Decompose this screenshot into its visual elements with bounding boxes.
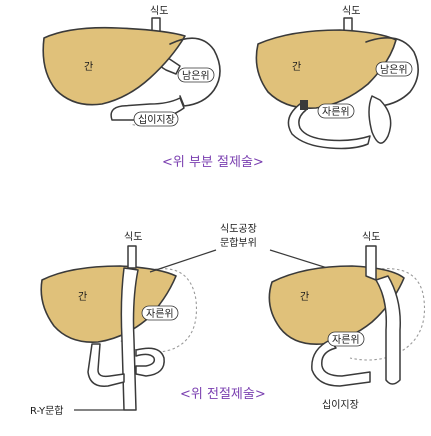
label-liver: 간 [84,61,93,73]
panel-total-left: 식도 간 자른위 R-Y문합 [30,231,198,417]
label-esophagus: 식도 [362,231,380,243]
jejunal-limb [375,275,401,385]
esophagus-tube [127,245,137,269]
duodenum-limb [87,343,125,387]
label-duodenum: 십이지장 [138,114,175,126]
staple-line [300,100,308,110]
label-remnant-stomach: 남은위 [182,69,210,82]
duodenum-loop [311,339,371,387]
label-anastomosis-line1: 식도공장 [220,223,257,235]
label-roux-en-y: R-Y문합 [30,405,63,417]
label-box [375,61,413,77]
remnant-stomach [169,37,221,107]
label-esophagus: 식도 [342,5,360,17]
panel-partial-right: 식도 간 남은위 자른위 [255,5,419,150]
label-box [177,67,215,83]
label-esophagus: 식도 [150,5,168,17]
label-box [327,331,365,347]
label-anastomosis-line2: 문합부위 [220,236,257,249]
label-duodenum: 십이지장 [322,399,359,411]
liver-shape [255,29,397,109]
jejunum-loop [135,347,165,377]
caption-partial-gastrectomy: <위 부분 절제술> [162,155,264,170]
afferent-limb [287,103,371,150]
panel-partial-left: 식도 간 남은위 십이지장 [42,5,221,127]
jejunum-loop [368,95,392,144]
label-liver: 간 [292,61,301,73]
label-box [141,305,179,321]
label-liver: 간 [78,291,87,303]
label-cut-stomach: 자른위 [332,333,360,346]
liver-shape [40,265,177,343]
removed-stomach-outline [349,268,426,361]
roux-limb [120,267,139,411]
label-box [317,103,355,119]
liver-shape [268,265,405,345]
label-liver: 간 [300,291,309,303]
anastomosis-callout: 식도공장 문합부위 [149,223,373,283]
label-box [133,111,179,127]
label-cut-stomach: 자른위 [322,105,350,118]
remnant-stomach [365,36,419,107]
label-remnant-stomach: 남은위 [380,63,408,76]
panel-total-right: 식도 간 자른위 십이지장 [268,231,426,411]
esophagus-tube [365,245,377,281]
label-cut-stomach: 자른위 [146,307,174,320]
liver-shape [42,26,186,106]
leader-line [149,249,217,273]
label-esophagus: 식도 [124,231,142,243]
caption-total-gastrectomy: <위 전절제술> [180,387,266,402]
